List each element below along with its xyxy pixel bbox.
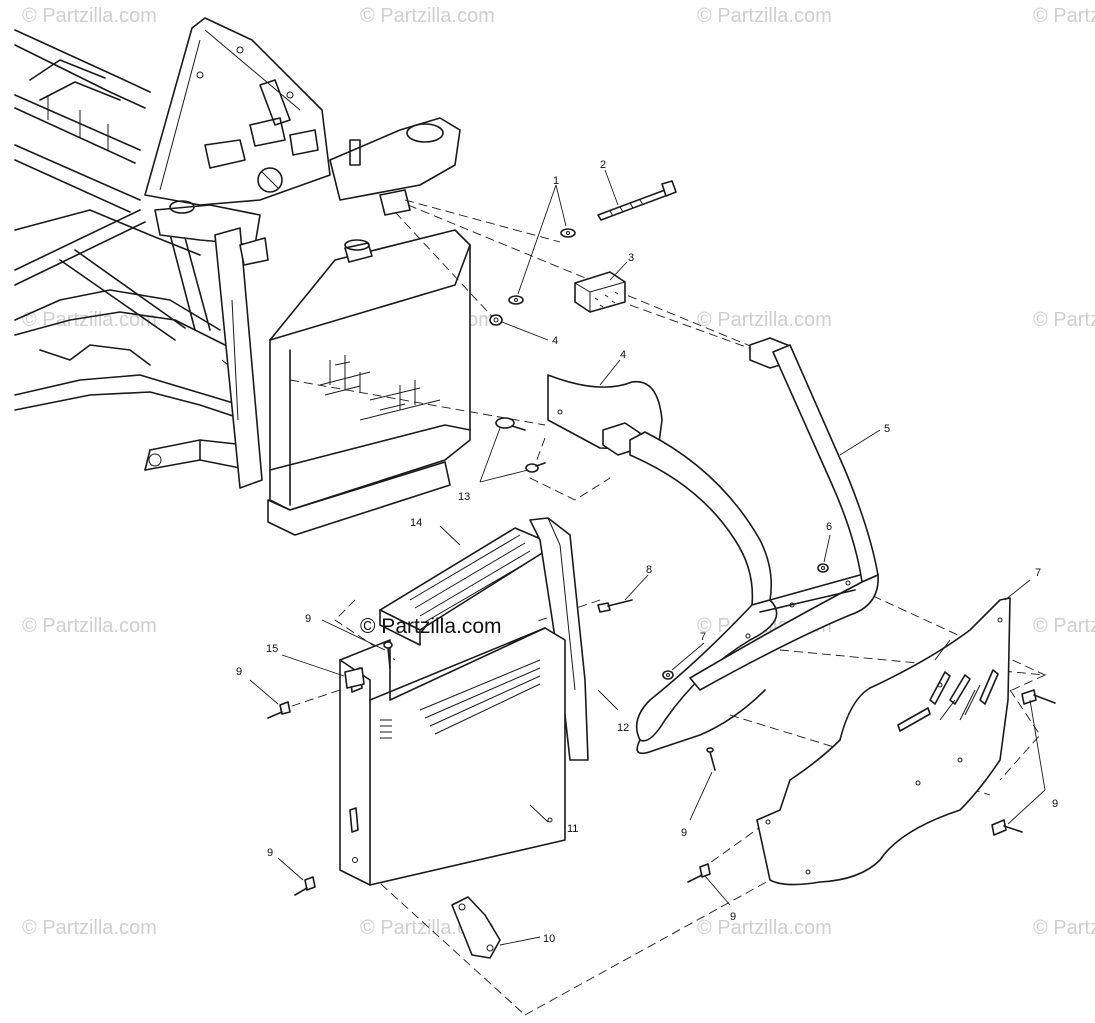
watermark: © Partzilla.com — [22, 917, 157, 939]
callout-2: 2 — [600, 159, 606, 171]
part-3-block — [574, 261, 628, 313]
watermark: © Partzilla.com — [360, 5, 495, 27]
callout-9d: 9 — [267, 847, 273, 859]
callout-15: 15 — [266, 643, 278, 655]
watermark: © Partzilla.com — [1033, 5, 1095, 27]
callout-9b: 9 — [305, 613, 311, 625]
watermark: © Partzilla.com — [1033, 917, 1095, 939]
part-7-nuts — [662, 534, 831, 680]
callout-14: 14 — [410, 517, 422, 529]
center-watermark: © Partzilla.com — [360, 615, 502, 638]
part-14-top-panel — [379, 525, 556, 646]
part-2-bolt — [597, 169, 677, 221]
watermark: © Partzilla.com — [22, 309, 157, 331]
part-6-bumper — [602, 337, 881, 755]
part-9-fasteners — [249, 574, 1056, 906]
callout-4: 4 — [552, 335, 558, 347]
part-13-push-pins — [479, 417, 546, 483]
part-4-nut — [489, 314, 549, 341]
part-10-bracket — [451, 896, 541, 959]
callout-6: 5 — [884, 423, 890, 435]
callout-3: 3 — [628, 252, 634, 264]
callout-13: 13 — [458, 491, 470, 503]
callout-11: 11 — [567, 823, 578, 835]
frame-assembly — [14, 17, 461, 489]
callout-10: 10 — [543, 933, 555, 945]
part-8-skid-plate — [756, 579, 1031, 886]
callout-9a: 8 — [646, 564, 652, 576]
callout-8: 7 — [1035, 567, 1041, 579]
watermark: © Partzilla.com — [697, 5, 832, 27]
watermark: © Partzilla.com — [1033, 309, 1095, 331]
callout-7b: 7 — [700, 631, 706, 643]
callout-7: 6 — [826, 521, 832, 533]
callout-9f: 9 — [730, 911, 736, 923]
part-11-shroud — [339, 627, 566, 886]
part-15-clip — [281, 654, 365, 689]
callout-9g: 9 — [1052, 798, 1058, 810]
callout-labels: 1 2 3 4 4 5 6 7 7 8 9 9 9 9 9 9 10 11 12… — [236, 159, 1058, 945]
watermark-layer: © Partzilla.com © Partzilla.com © Partzi… — [22, 5, 1095, 939]
callout-12: 12 — [617, 722, 629, 734]
watermark: © Partzilla.com — [22, 615, 157, 637]
radiator — [267, 229, 471, 536]
callout-5: 4 — [620, 349, 626, 361]
callout-1: 1 — [553, 175, 559, 187]
watermark: © Partzilla.com — [1033, 615, 1095, 637]
callout-9e: 9 — [681, 827, 687, 839]
watermark: © Partzilla.com — [697, 309, 832, 331]
callout-9c: 9 — [236, 666, 242, 678]
watermark: © Partzilla.com — [697, 917, 832, 939]
part-1-washers — [508, 184, 576, 305]
watermark: © Partzilla.com — [22, 5, 157, 27]
